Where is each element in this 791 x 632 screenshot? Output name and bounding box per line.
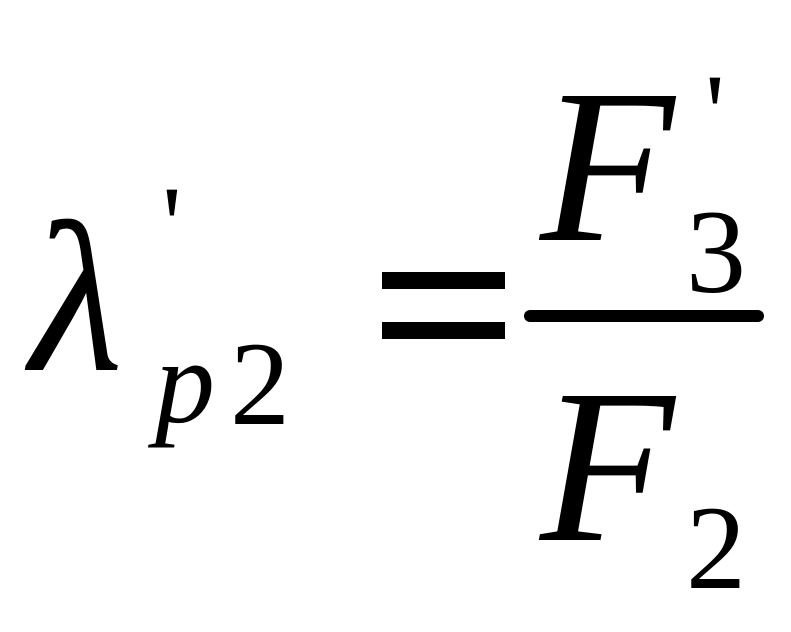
fraction-bar	[524, 310, 764, 322]
denominator-F: F	[538, 344, 677, 588]
subscript-2-lhs: 2	[230, 317, 290, 450]
lambda-symbol: λ	[24, 178, 123, 417]
equals-bar-bottom	[382, 322, 505, 339]
denominator-subscript-2: 2	[686, 481, 746, 614]
equals-bar-top	[382, 272, 505, 289]
lambda-prime: '	[162, 164, 182, 286]
numerator-subscript-3: 3	[686, 185, 746, 318]
equals-sign	[382, 272, 505, 339]
subscript-p: p	[147, 315, 215, 448]
numerator-prime: '	[705, 52, 725, 174]
numerator-F: F	[538, 44, 677, 288]
